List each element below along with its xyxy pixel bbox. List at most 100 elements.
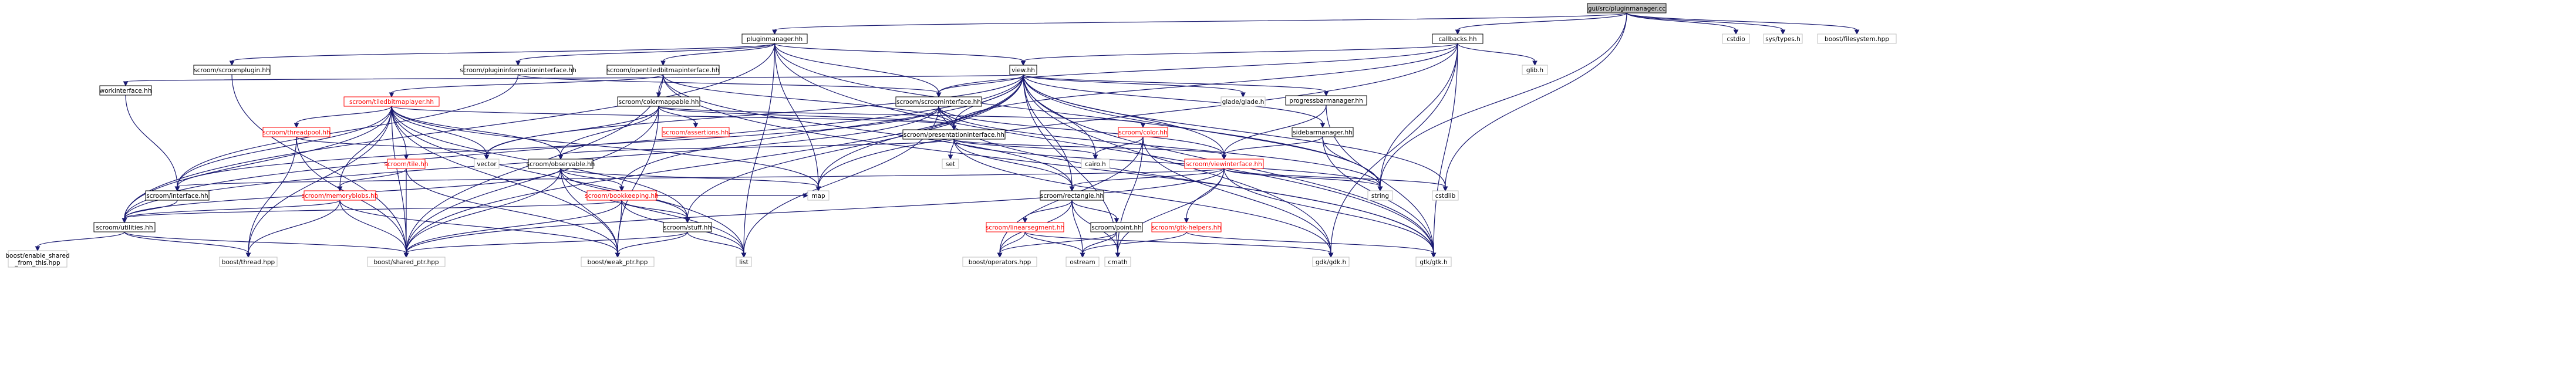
arrowhead-stuff-to-shared_ptr	[403, 252, 409, 258]
edge-viewinterface-to-shared_ptr	[406, 168, 1225, 254]
edge-gtkhelpers-to-gtk_h	[1186, 231, 1434, 254]
node-box	[193, 65, 271, 75]
node-box	[474, 159, 500, 169]
node-box	[741, 33, 808, 44]
arrowhead-viewinterface-to-cstdlib	[1442, 186, 1448, 192]
node-memoryblobs[interactable]: scroom/memoryblobs.hh	[302, 190, 379, 201]
node-observable[interactable]: scroom/observable.hh	[527, 159, 595, 169]
node-tile-hh[interactable]: scroom/tile.hh	[384, 159, 429, 169]
edge-tiledbitmaplayer-to-vector	[391, 106, 487, 156]
node-opentiled[interactable]: scroom/opentiledbitmapinterface.hh	[606, 65, 720, 75]
node-box	[1367, 190, 1393, 201]
node-root[interactable]: gui/src/pluginmanager.cc	[1587, 3, 1667, 14]
edge-presentationinterface-to-gdk_h	[953, 139, 1331, 254]
edge-memoryblobs-to-boost_thread	[248, 200, 340, 254]
node-presentationinterface[interactable]: scroom/presentationinterface.hh	[902, 129, 1006, 140]
edge-opentiled-to-rectangle	[662, 74, 1073, 187]
edge-observable-to-weak_ptr	[560, 168, 618, 254]
edge-stuff-to-list	[687, 231, 744, 254]
arrowhead-bookkeeping-to-stuff	[685, 218, 690, 224]
edge-tiledbitmaplayer-to-interface_hh	[177, 106, 392, 187]
node-bookkeeping[interactable]: scroom/bookkeeping.hh	[585, 190, 659, 201]
node-stuff[interactable]: scroom/stuff.hh	[663, 222, 712, 232]
edge-pluginmanager_hh-to-map	[774, 43, 819, 187]
edge-pluginmanager_hh-to-scroominterface	[774, 43, 939, 93]
node-viewinterface[interactable]: scroom/viewinterface.hh	[1184, 159, 1264, 169]
node-label: gtk/gtk.h	[1420, 259, 1447, 266]
arrowhead-root-to-pluginmanager_hh	[772, 29, 777, 35]
node-box	[1090, 222, 1143, 232]
node-gtkhelpers[interactable]: scroom/gtk-helpers.hh	[1151, 222, 1222, 232]
node-cstdio: cstdio	[1722, 33, 1750, 44]
node-progressbarmanager[interactable]: progressbarmanager.hh	[1285, 95, 1367, 106]
node-box	[528, 159, 594, 169]
node-gtk-h: gtk/gtk.h	[1415, 257, 1452, 267]
arrowhead-root-to-cstdio	[1733, 29, 1739, 35]
node-box	[1817, 33, 1897, 44]
node-box	[1432, 33, 1483, 44]
arrowhead-observable-to-map	[815, 186, 821, 192]
edge-bookkeeping-to-weak_ptr	[617, 200, 622, 254]
edge-viewinterface-to-cmath	[1117, 168, 1225, 254]
node-pluginmanager-hh[interactable]: pluginmanager.hh	[741, 33, 808, 44]
node-label: string	[1371, 193, 1389, 200]
node-label: boost/filesystem.hpp	[1825, 36, 1889, 43]
node-label: gui/src/pluginmanager.cc	[1588, 5, 1665, 12]
node-label: scroom/stuff.hh	[663, 224, 712, 231]
arrowhead-root-to-callbacks_hh	[1455, 29, 1461, 35]
edge-tiledbitmaplayer-to-memoryblobs	[339, 106, 392, 187]
node-tiledbitmaplayer[interactable]: scroom/tiledbitmaplayer.hh	[343, 96, 440, 107]
edge-utilities-to-shared_ptr	[124, 231, 407, 254]
edge-colormappable-to-shared_ptr	[406, 106, 659, 254]
node-utilities[interactable]: scroom/utilities.hh	[93, 222, 156, 232]
arrowhead-rectangle-to-point_hh	[1114, 218, 1120, 224]
edge-root-to-pluginmanager_hh	[774, 12, 1627, 31]
node-label: scroom/threadpool.hh	[262, 129, 330, 136]
graph-nodes: gui/src/pluginmanager.cc pluginmanager.hh…	[5, 3, 1897, 268]
edge-view_hh-to-workinterface	[125, 74, 1024, 82]
node-sidebarmanager[interactable]: sidebarmanager.hh	[1292, 127, 1354, 137]
arrowhead-viewinterface-to-interface_hh	[174, 186, 180, 192]
node-colormappable[interactable]: scroom/colormappable.hh	[617, 96, 700, 107]
arrowhead-presentationinterface-to-set	[948, 154, 953, 160]
edge-pluginmanager_hh-to-list	[743, 43, 776, 254]
node-interface-hh[interactable]: scroom/interface.hh	[145, 190, 210, 201]
edge-rectangle-to-ostream	[1071, 200, 1083, 254]
node-label: vector	[477, 161, 497, 168]
node-box	[1763, 33, 1803, 44]
node-box	[962, 257, 1037, 267]
edge-callbacks_hh-to-string	[1380, 43, 1458, 187]
edge-threadpool-to-boost_thread	[248, 136, 297, 254]
dependency-edges	[37, 12, 1857, 254]
node-label: set	[946, 161, 955, 168]
node-callbacks-hh[interactable]: callbacks.hh	[1432, 33, 1483, 44]
edge-view_hh-to-scroominterface	[938, 74, 1024, 93]
node-threadpool[interactable]: scroom/threadpool.hh	[262, 127, 331, 137]
node-label: cstdlib	[1435, 193, 1456, 200]
node-box	[606, 65, 720, 75]
edge-presentationinterface-to-rectangle	[953, 139, 1073, 187]
edge-tiledbitmaplayer-to-threadpool	[296, 106, 392, 124]
edge-callbacks_hh-to-presentationinterface	[953, 43, 1458, 126]
node-scroominterface[interactable]: scroom/scroominterface.hh	[895, 96, 982, 107]
node-color-hh[interactable]: scroom/color.hh	[1118, 127, 1168, 137]
node-ostream: ostream	[1066, 257, 1100, 267]
node-linearsegment[interactable]: scroom/linearsegment.hh	[986, 222, 1064, 232]
node-view-hh[interactable]: view.hh	[1009, 65, 1037, 75]
node-label: scroom/scroomplugin.hh	[194, 67, 269, 74]
node-box	[942, 159, 959, 169]
edge-colormappable-to-color_hh	[658, 106, 1144, 124]
arrowhead-point_hh-to-operators	[997, 252, 1003, 258]
node-assertions[interactable]: scroom/assertions.hh	[662, 127, 730, 137]
node-label: scroom/color.hh	[1118, 129, 1167, 136]
edge-gtkhelpers-to-ostream	[1082, 231, 1187, 254]
node-box	[145, 190, 210, 201]
node-plugininformation[interactable]: scroom/plugininformationinterface.hh	[460, 65, 576, 75]
node-rectangle[interactable]: scroom/rectangle.hh	[1040, 190, 1104, 201]
edge-opentiled-to-tiledbitmaplayer	[391, 74, 664, 93]
node-workinterface[interactable]: workinterface.hh	[99, 85, 152, 96]
node-label: scroom/presentationinterface.hh	[903, 132, 1004, 139]
edge-root-to-cstdlib	[1445, 12, 1627, 187]
node-point-hh[interactable]: scroom/point.hh	[1090, 222, 1143, 232]
node-scroom-plugin[interactable]: scroom/scroomplugin.hh	[193, 65, 271, 75]
